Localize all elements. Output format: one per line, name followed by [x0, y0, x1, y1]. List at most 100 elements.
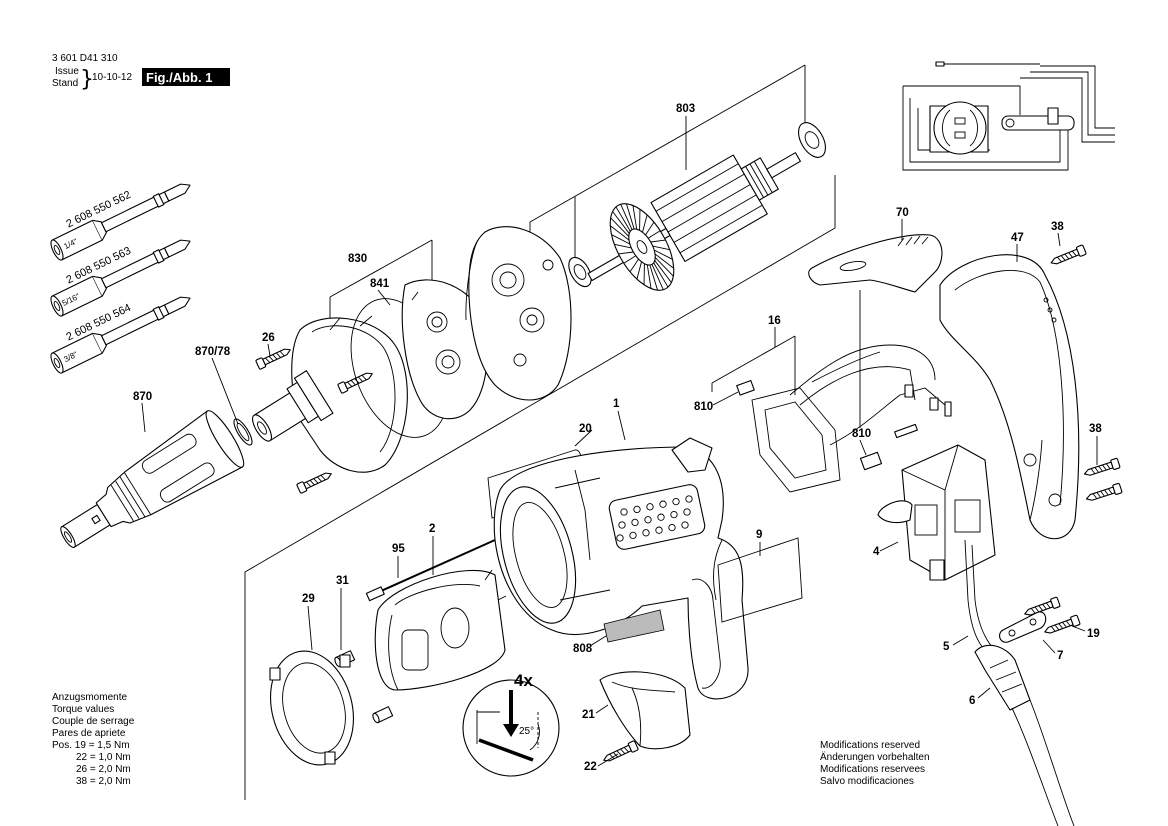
- part-armature: [587, 152, 801, 282]
- callout-4: 4: [873, 546, 880, 558]
- callout-70: 70: [896, 207, 909, 219]
- part-carbon-brush-a: [736, 380, 755, 396]
- vent-hole: [657, 513, 665, 521]
- part-ring-29: [269, 650, 355, 766]
- part-cord-clamp: [999, 611, 1047, 643]
- inset-detail-circle: 25°: [462, 679, 560, 777]
- arrowhead-icon: [503, 724, 519, 737]
- header-block: 3 601 D41 310 Issue Stand } 10-10-12 Fig…: [52, 53, 230, 92]
- callout-830: 830: [348, 253, 367, 265]
- vent-hole: [681, 521, 689, 529]
- callout-21: 21: [582, 709, 595, 721]
- vent-hole: [683, 508, 691, 516]
- callout-16: 16: [768, 315, 781, 327]
- callout-870: 870: [133, 391, 152, 403]
- callout-5: 5: [943, 641, 950, 653]
- vent-hole: [620, 508, 628, 516]
- assembly-frame-lines: [244, 64, 861, 800]
- plug-socket-icon: [933, 101, 987, 155]
- callout-803: 803: [676, 103, 695, 115]
- callout-26: 26: [262, 332, 275, 344]
- callout-1: 1: [613, 398, 620, 410]
- callout-7: 7: [1057, 650, 1063, 662]
- callout-841: 841: [370, 278, 390, 290]
- torque-title-de: Anzugsmomente: [52, 692, 127, 703]
- screw-housing-lower: [295, 468, 334, 495]
- callout-810-right: 810: [852, 428, 871, 440]
- callout-22: 22: [584, 761, 597, 773]
- part-switch: [877, 444, 996, 581]
- vent-hole: [685, 495, 693, 503]
- vent-hole: [672, 497, 680, 506]
- part-motor-housing: [493, 437, 749, 700]
- vent-hole: [646, 503, 654, 511]
- part-label-9: [717, 537, 803, 623]
- inset-angle-label: 25°: [519, 726, 534, 737]
- callout-29: 29: [302, 593, 315, 605]
- callout-808: 808: [573, 643, 593, 655]
- callout-38-right: 38: [1089, 423, 1102, 435]
- torque-row: 38 = 2,0 Nm: [76, 776, 131, 787]
- screw-38-right-b: [1084, 482, 1123, 505]
- part-gear-housing: [252, 315, 408, 473]
- inset-multiplier-label: 4x: [514, 671, 533, 690]
- vent-hole: [633, 505, 641, 514]
- callout-810-left: 810: [694, 401, 713, 413]
- part-bearing-shield: [465, 226, 572, 401]
- vent-panel: [608, 484, 706, 550]
- vent-hole: [644, 516, 652, 524]
- screw-38-right-a: [1082, 457, 1121, 480]
- part-power-cord: [974, 644, 1075, 826]
- leader-lines: [141, 219, 1098, 767]
- vent-hole: [659, 500, 667, 508]
- vent-hole: [668, 523, 676, 532]
- vent-hole: [642, 529, 650, 537]
- screw-22: [601, 739, 640, 766]
- callouts: 803 830 841 26 870/78 870 70 38 47 16 81…: [133, 103, 1102, 773]
- callout-47: 47: [1011, 232, 1024, 244]
- callout-31: 31: [336, 575, 349, 587]
- switch-symbol: [1001, 115, 1075, 131]
- document-number: 3 601 D41 310: [52, 53, 118, 64]
- modification-line: Modifications reservees: [820, 764, 925, 775]
- part-handle-half: [939, 254, 1080, 540]
- part-armature-fan: [609, 203, 675, 291]
- torque-row: 22 = 1,0 Nm: [76, 752, 131, 763]
- modification-line: Modifications reserved: [820, 740, 920, 751]
- part-stator: [374, 569, 507, 691]
- vent-holes: [616, 495, 693, 542]
- figure-label-box: [142, 68, 230, 86]
- callout-19: 19: [1087, 628, 1100, 640]
- part-brush-holder-wiring: [751, 344, 952, 493]
- callout-6: 6: [969, 695, 975, 707]
- torque-row: Pos. 19 = 1,5 Nm: [52, 740, 130, 751]
- part-label-808: [603, 609, 665, 643]
- modifications-note: Modifications reserved Änderungen vorbeh…: [820, 740, 930, 787]
- part-wire-95: [365, 539, 496, 602]
- part-pin-31-b: [372, 706, 394, 724]
- modification-line: Salvo modificaciones: [820, 776, 914, 787]
- vent-hole: [631, 518, 639, 527]
- callout-95: 95: [392, 543, 405, 555]
- callout-2: 2: [429, 523, 435, 535]
- figure-label: Fig./Abb. 1: [146, 70, 212, 85]
- part-bearing-right: [797, 122, 827, 158]
- part-bearing-left: [568, 256, 592, 288]
- part-carbon-brush-b: [859, 451, 883, 471]
- callout-38-top: 38: [1051, 221, 1064, 233]
- wiring-schematic: [902, 61, 1115, 171]
- part-cover-70: [808, 234, 943, 293]
- callout-9: 9: [756, 529, 762, 541]
- issue-date: 10-10-12: [92, 72, 132, 83]
- torque-title-en: Torque values: [52, 704, 114, 715]
- callout-870-78: 870/78: [195, 346, 231, 358]
- vent-hole: [618, 521, 626, 529]
- part-handle-shell: [599, 671, 691, 750]
- torque-row: 26 = 2,0 Nm: [76, 764, 131, 775]
- vent-hole: [629, 531, 637, 540]
- issue-label: Issue: [55, 66, 79, 77]
- stand-label: Stand: [52, 78, 78, 89]
- fan-blades: [610, 203, 674, 291]
- torque-values-block: Anzugsmomente Torque values Couple de se…: [52, 692, 135, 787]
